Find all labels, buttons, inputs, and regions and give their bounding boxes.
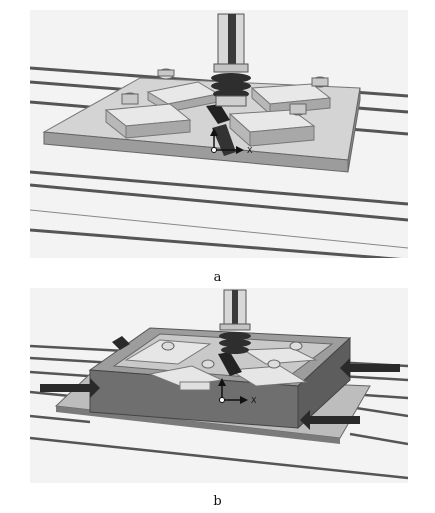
workpiece-seam	[206, 104, 230, 124]
figure-b-illustration: X	[30, 288, 408, 483]
friction-stir-tool	[211, 13, 251, 107]
arrow-right-lower	[300, 410, 360, 430]
coordinate-axes: X	[210, 128, 253, 155]
figure-a-illustration: X	[30, 10, 408, 258]
figure-a-svg: X	[30, 10, 408, 258]
arrow-top-left	[112, 336, 130, 350]
clamping-force-arrows	[40, 336, 400, 430]
x-axis-label: X	[247, 146, 253, 155]
figure-caption-b: b	[213, 494, 222, 509]
coordinate-axes: X	[218, 378, 257, 405]
workpiece-seam	[218, 352, 242, 376]
arrow-left	[40, 378, 100, 398]
arrow-right-upper	[340, 358, 400, 378]
friction-stir-tool	[219, 289, 251, 354]
figure-caption-a: a	[213, 270, 222, 285]
figure-b-svg: X	[30, 288, 408, 483]
x-axis-label: X	[251, 396, 257, 405]
clamp-block-front-left	[104, 92, 192, 140]
clamp-block-front-right	[228, 103, 316, 148]
inner-clamp-blocks	[124, 339, 318, 391]
